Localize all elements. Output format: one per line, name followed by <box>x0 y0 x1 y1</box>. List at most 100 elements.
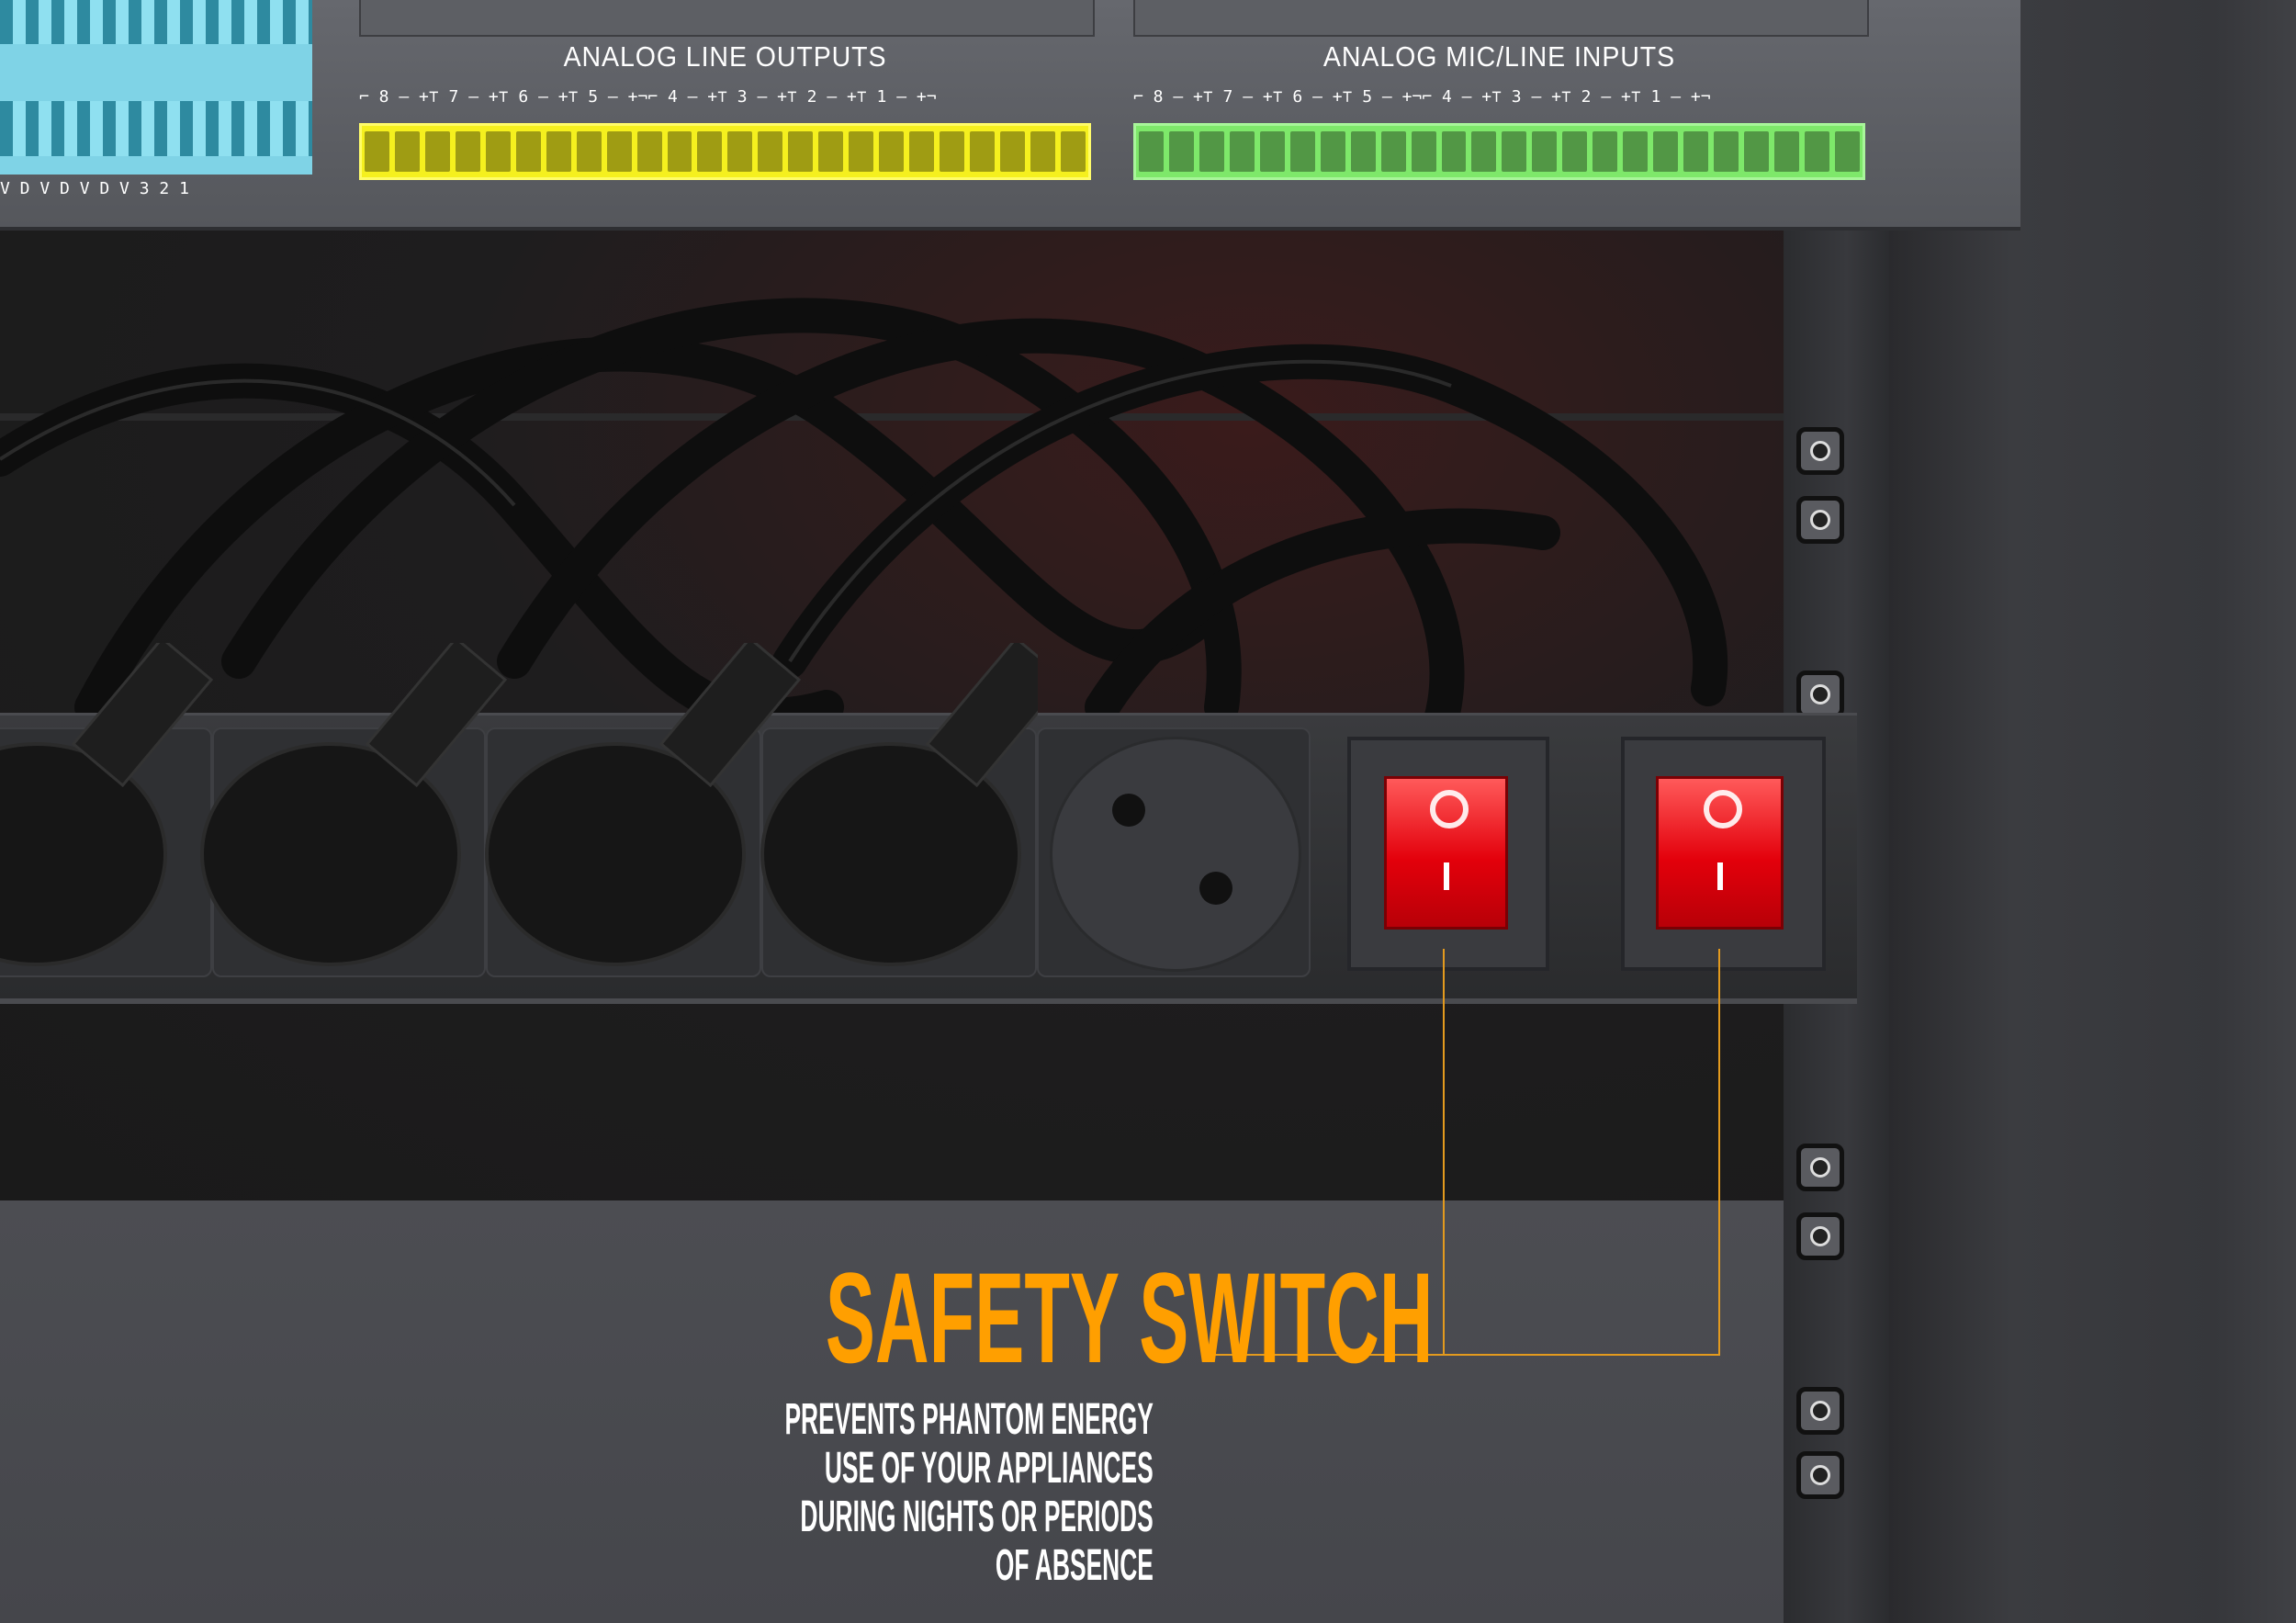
callout-line <box>1718 949 1720 1355</box>
terminal-pin <box>1683 131 1709 172</box>
terminal-pin <box>1834 131 1860 172</box>
off-symbol-icon <box>1703 790 1742 828</box>
terminal-pin <box>515 131 541 172</box>
terminal-pin <box>394 131 420 172</box>
terminal-pin <box>485 131 511 172</box>
plug-head <box>0 742 167 966</box>
plug-head <box>485 742 746 966</box>
plug-strain-relief <box>658 643 802 788</box>
terminal-pin <box>1502 131 1527 172</box>
rack-cage-nut <box>1796 496 1844 544</box>
terminal-pin <box>1714 131 1739 172</box>
switch-housing <box>1621 737 1826 971</box>
rack-cage-nut <box>1796 1387 1844 1435</box>
on-symbol-icon <box>1716 862 1723 890</box>
terminal-pin <box>879 131 905 172</box>
plug-head <box>200 742 461 966</box>
feature-title: SAFETY SWITCH <box>825 1245 1434 1390</box>
off-symbol-icon <box>1429 790 1469 828</box>
terminal-pin <box>818 131 844 172</box>
on-symbol-icon <box>1443 862 1449 890</box>
panel-plate <box>359 0 1095 37</box>
panel-plate <box>1133 0 1869 37</box>
terminal-pin <box>970 131 996 172</box>
audio-interface-panel <box>0 0 2020 231</box>
terminal-pin <box>788 131 814 172</box>
mic-line-inputs-connector[interactable] <box>1133 123 1865 180</box>
callout-line <box>1204 1354 1720 1356</box>
terminal-pin <box>1411 131 1436 172</box>
terminal-pin <box>1259 131 1285 172</box>
terminal-pin <box>727 131 753 172</box>
feature-description-line: USE OF YOUR APPLIANCES <box>825 1444 1154 1493</box>
terminal-pin <box>1000 131 1025 172</box>
feature-description-line: OF ABSENCE <box>995 1541 1154 1590</box>
callout-line <box>1443 949 1445 1355</box>
rack-cage-nut <box>1796 671 1844 718</box>
terminal-pin <box>636 131 662 172</box>
outputs-label: ANALOG LINE OUTPUTS <box>563 40 887 73</box>
rack-cage-nut <box>1796 1212 1844 1260</box>
terminal-pin <box>940 131 965 172</box>
rocker-switch-1[interactable] <box>1384 776 1508 930</box>
terminal-pin <box>1380 131 1406 172</box>
terminal-pin <box>758 131 783 172</box>
terminal-pin <box>1471 131 1497 172</box>
rack-cage-nut <box>1796 427 1844 475</box>
plugs <box>0 643 1038 966</box>
terminal-pin <box>606 131 632 172</box>
terminal-pin <box>1593 131 1618 172</box>
feature-description-line: PREVENTS PHANTOM ENERGY <box>784 1395 1154 1444</box>
rack-shelf <box>0 413 1784 421</box>
terminal-pin <box>1804 131 1829 172</box>
cable <box>221 298 1242 725</box>
plug-head <box>760 742 1021 966</box>
socket-empty[interactable] <box>1037 727 1311 977</box>
terminal-pin <box>1060 131 1086 172</box>
cable <box>1085 508 1560 725</box>
terminal-pin <box>576 131 602 172</box>
terminal-pin <box>1744 131 1770 172</box>
terminal-pin <box>909 131 935 172</box>
terminal-pin <box>1350 131 1376 172</box>
teal-terminal-connector[interactable] <box>0 0 312 175</box>
cable <box>497 318 1465 761</box>
terminal-pin <box>1168 131 1194 172</box>
terminal-pin <box>455 131 480 172</box>
teal-pin-legend: V D V D V D V 3 2 1 <box>0 179 189 198</box>
terminal-pin <box>1623 131 1649 172</box>
terminal-pin <box>546 131 571 172</box>
rocker-switch-2[interactable] <box>1656 776 1784 930</box>
plug-strain-relief <box>71 643 214 788</box>
terminal-pin <box>1774 131 1799 172</box>
outputs-pin-legend: ⌐ 8 ‒ +⊤ 7 ‒ +⊤ 6 ‒ +⊤ 5 ‒ +¬⌐ 4 ‒ +⊤ 3 … <box>359 87 937 107</box>
inputs-pin-legend: ⌐ 8 ‒ +⊤ 7 ‒ +⊤ 6 ‒ +⊤ 5 ‒ +¬⌐ 4 ‒ +⊤ 3 … <box>1133 87 1711 107</box>
terminal-pin <box>1653 131 1679 172</box>
rack-cage-nut <box>1796 1144 1844 1191</box>
terminal-pin <box>365 131 389 172</box>
terminal-pin <box>1229 131 1255 172</box>
terminal-pin <box>1441 131 1467 172</box>
line-outputs-connector[interactable] <box>359 123 1091 180</box>
cable <box>74 336 1211 725</box>
terminal-pin <box>849 131 874 172</box>
rack-side-panel <box>1889 0 2296 1623</box>
feature-description-line: DURING NIGHTS OR PERIODS <box>800 1493 1154 1541</box>
terminal-pin <box>667 131 692 172</box>
rack-cage-nut <box>1796 1451 1844 1499</box>
switch-housing <box>1347 737 1549 971</box>
power-cables <box>0 298 1728 761</box>
inputs-label: ANALOG MIC/LINE INPUTS <box>1322 40 1676 73</box>
terminal-pin <box>1199 131 1224 172</box>
terminal-pin <box>1139 131 1164 172</box>
terminal-pin <box>424 131 450 172</box>
plug-strain-relief <box>365 643 508 788</box>
terminal-pin <box>1562 131 1588 172</box>
terminal-pin <box>1030 131 1055 172</box>
terminal-pin <box>1532 131 1558 172</box>
plug-strain-relief <box>925 643 1038 788</box>
terminal-pin <box>1289 131 1315 172</box>
rack-lower-panel <box>0 1200 1784 1623</box>
terminal-pin <box>1320 131 1345 172</box>
terminal-pin <box>697 131 723 172</box>
